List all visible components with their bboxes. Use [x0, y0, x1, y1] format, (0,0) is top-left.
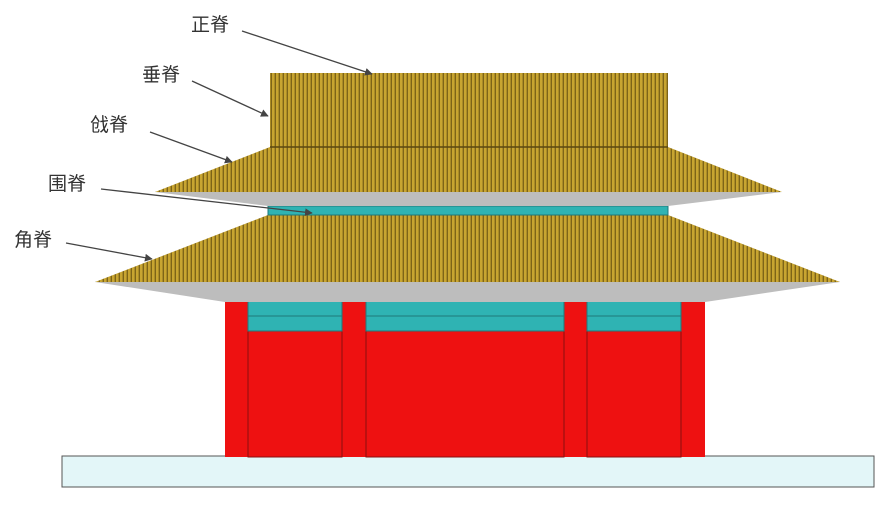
lower-roof [95, 215, 840, 282]
upper-roof-underside [155, 192, 782, 206]
middle-frieze-band [267, 205, 669, 216]
label-weiji: 围脊 [48, 173, 86, 195]
top-roof [270, 73, 668, 148]
pointer-weiji [100, 188, 313, 217]
label-zhengji: 正脊 [191, 14, 229, 36]
label-qiangji: 戗脊 [90, 114, 128, 136]
hall-body [225, 300, 705, 458]
label-jiaoji: 角脊 [14, 229, 52, 251]
pointer-qiangji [149, 131, 233, 164]
pointer-zhengji [241, 30, 373, 76]
pointer-chuiji [191, 80, 269, 117]
label-chuiji: 垂脊 [142, 64, 180, 86]
lower-roof-underside [95, 282, 840, 302]
wall-panel [586, 330, 682, 458]
pointer-jiaoji [65, 242, 153, 262]
wall-panel [365, 330, 565, 458]
platform-base [61, 455, 875, 488]
pointer-lines [65, 30, 373, 262]
upper-roof [155, 147, 782, 192]
wall-panel [247, 330, 343, 458]
